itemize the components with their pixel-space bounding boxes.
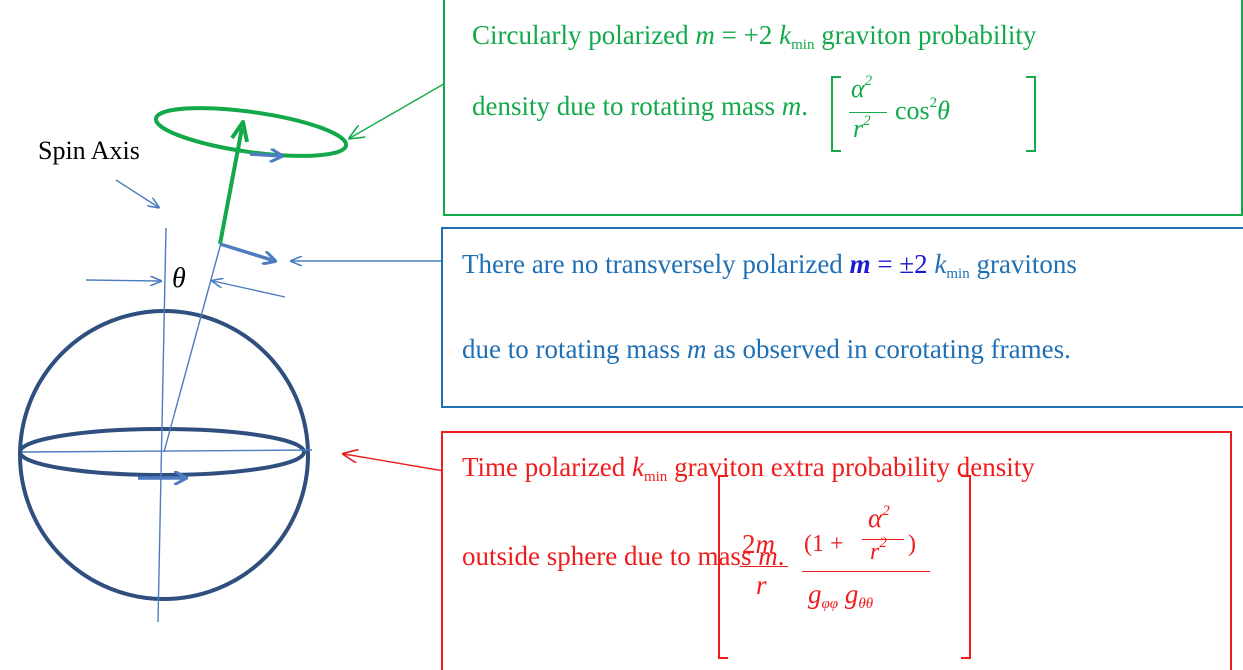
theta-pointer-right <box>213 281 286 298</box>
fraction-bar-main <box>802 571 930 572</box>
equator-line <box>21 449 313 453</box>
formula-close-paren: ) <box>908 531 916 557</box>
fraction-bar <box>849 112 887 113</box>
graviton-orbit-ellipse <box>153 106 349 158</box>
fraction-bar-alpha <box>862 539 904 540</box>
formula-numerator: (1 + <box>804 531 844 557</box>
formula-denominator: gφφ gθθ <box>808 579 874 612</box>
green-callout-box: Circularly polarized m = +2 kmin gravito… <box>443 0 1243 216</box>
formula-r2: r2 <box>870 535 887 565</box>
spin-axis-label: Spin Axis <box>38 136 140 165</box>
formula-r: r2 <box>853 113 871 143</box>
formula-r: r <box>756 570 767 600</box>
formula-alpha: α2 <box>868 503 890 533</box>
fraction-bar-2m <box>740 566 788 567</box>
green-formula: α2 r2 cos2θ <box>831 73 1051 154</box>
formula-cos: cos2θ <box>895 95 950 125</box>
red-formula: 2m r (1 + α2 r2 ) gφφ gθθ <box>718 473 1048 663</box>
red-callout-box: Time polarized kmin graviton extra proba… <box>441 431 1232 670</box>
blue-callout-box: There are no transversely polarized m = … <box>441 227 1243 408</box>
bracket-left <box>831 76 841 152</box>
bracket-right <box>961 475 971 659</box>
red-line-2: outside sphere due to mass m. <box>462 541 785 571</box>
bracket-left <box>718 475 728 659</box>
transverse-arrow <box>219 242 275 261</box>
green-radial-arrow <box>218 127 244 245</box>
spin-axis-pointer <box>115 179 158 207</box>
theta-label: θ <box>172 263 186 294</box>
red-callout-arrow <box>344 454 457 474</box>
green-line-2: density due to rotating mass m. <box>472 91 808 121</box>
blue-line-2: due to rotating mass m as observed in co… <box>462 334 1071 364</box>
theta-pointer-left <box>85 280 160 281</box>
spin-axis-line <box>157 227 167 623</box>
red-line-1: Time polarized kmin graviton extra proba… <box>462 452 1035 485</box>
formula-alpha: α2 <box>851 73 873 103</box>
orbit-rotation-arrow <box>249 154 282 156</box>
green-radial-arrowhead <box>230 120 249 143</box>
formula-2m: 2m <box>742 529 775 559</box>
bracket-right <box>1026 76 1036 152</box>
blue-line-1: There are no transversely polarized m = … <box>462 249 1077 282</box>
green-line-1: Circularly polarized m = +2 kmin gravito… <box>472 20 1037 53</box>
